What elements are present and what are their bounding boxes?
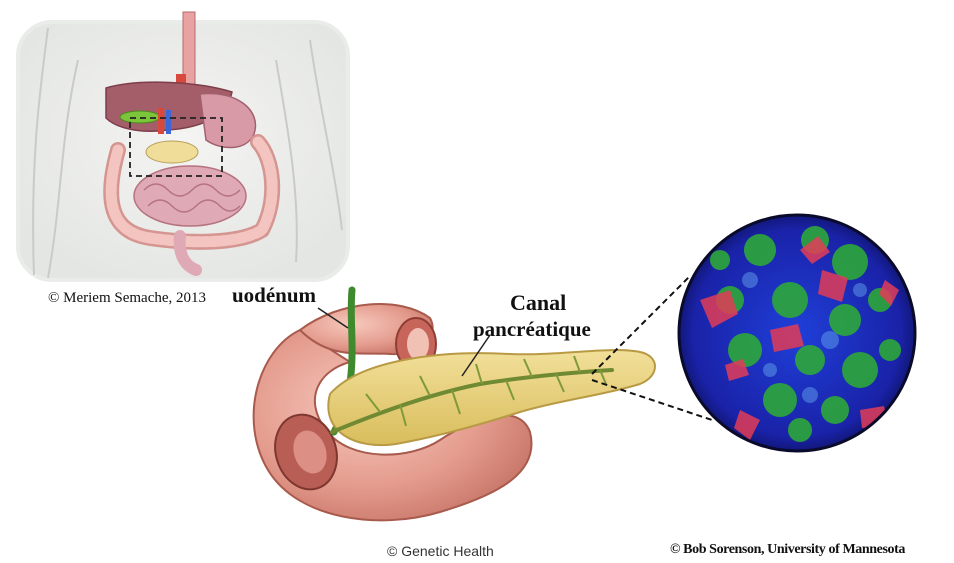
- islet-microscopy-circle: [679, 215, 915, 451]
- duodenum-pancreas-illustration: [254, 276, 712, 520]
- duodenum-label: uodénum: [232, 283, 316, 308]
- canal-label-line1: Canal: [510, 290, 566, 316]
- torso-organs-illustration: [18, 12, 348, 280]
- canal-label-line2: pancréatique: [473, 317, 591, 342]
- credit-sorenson: © Bob Sorenson, University of Mannesota: [670, 542, 905, 558]
- credit-semache: © Meriem Semache, 2013: [48, 290, 206, 307]
- credit-genetic-health: © Genetic Health: [387, 543, 494, 559]
